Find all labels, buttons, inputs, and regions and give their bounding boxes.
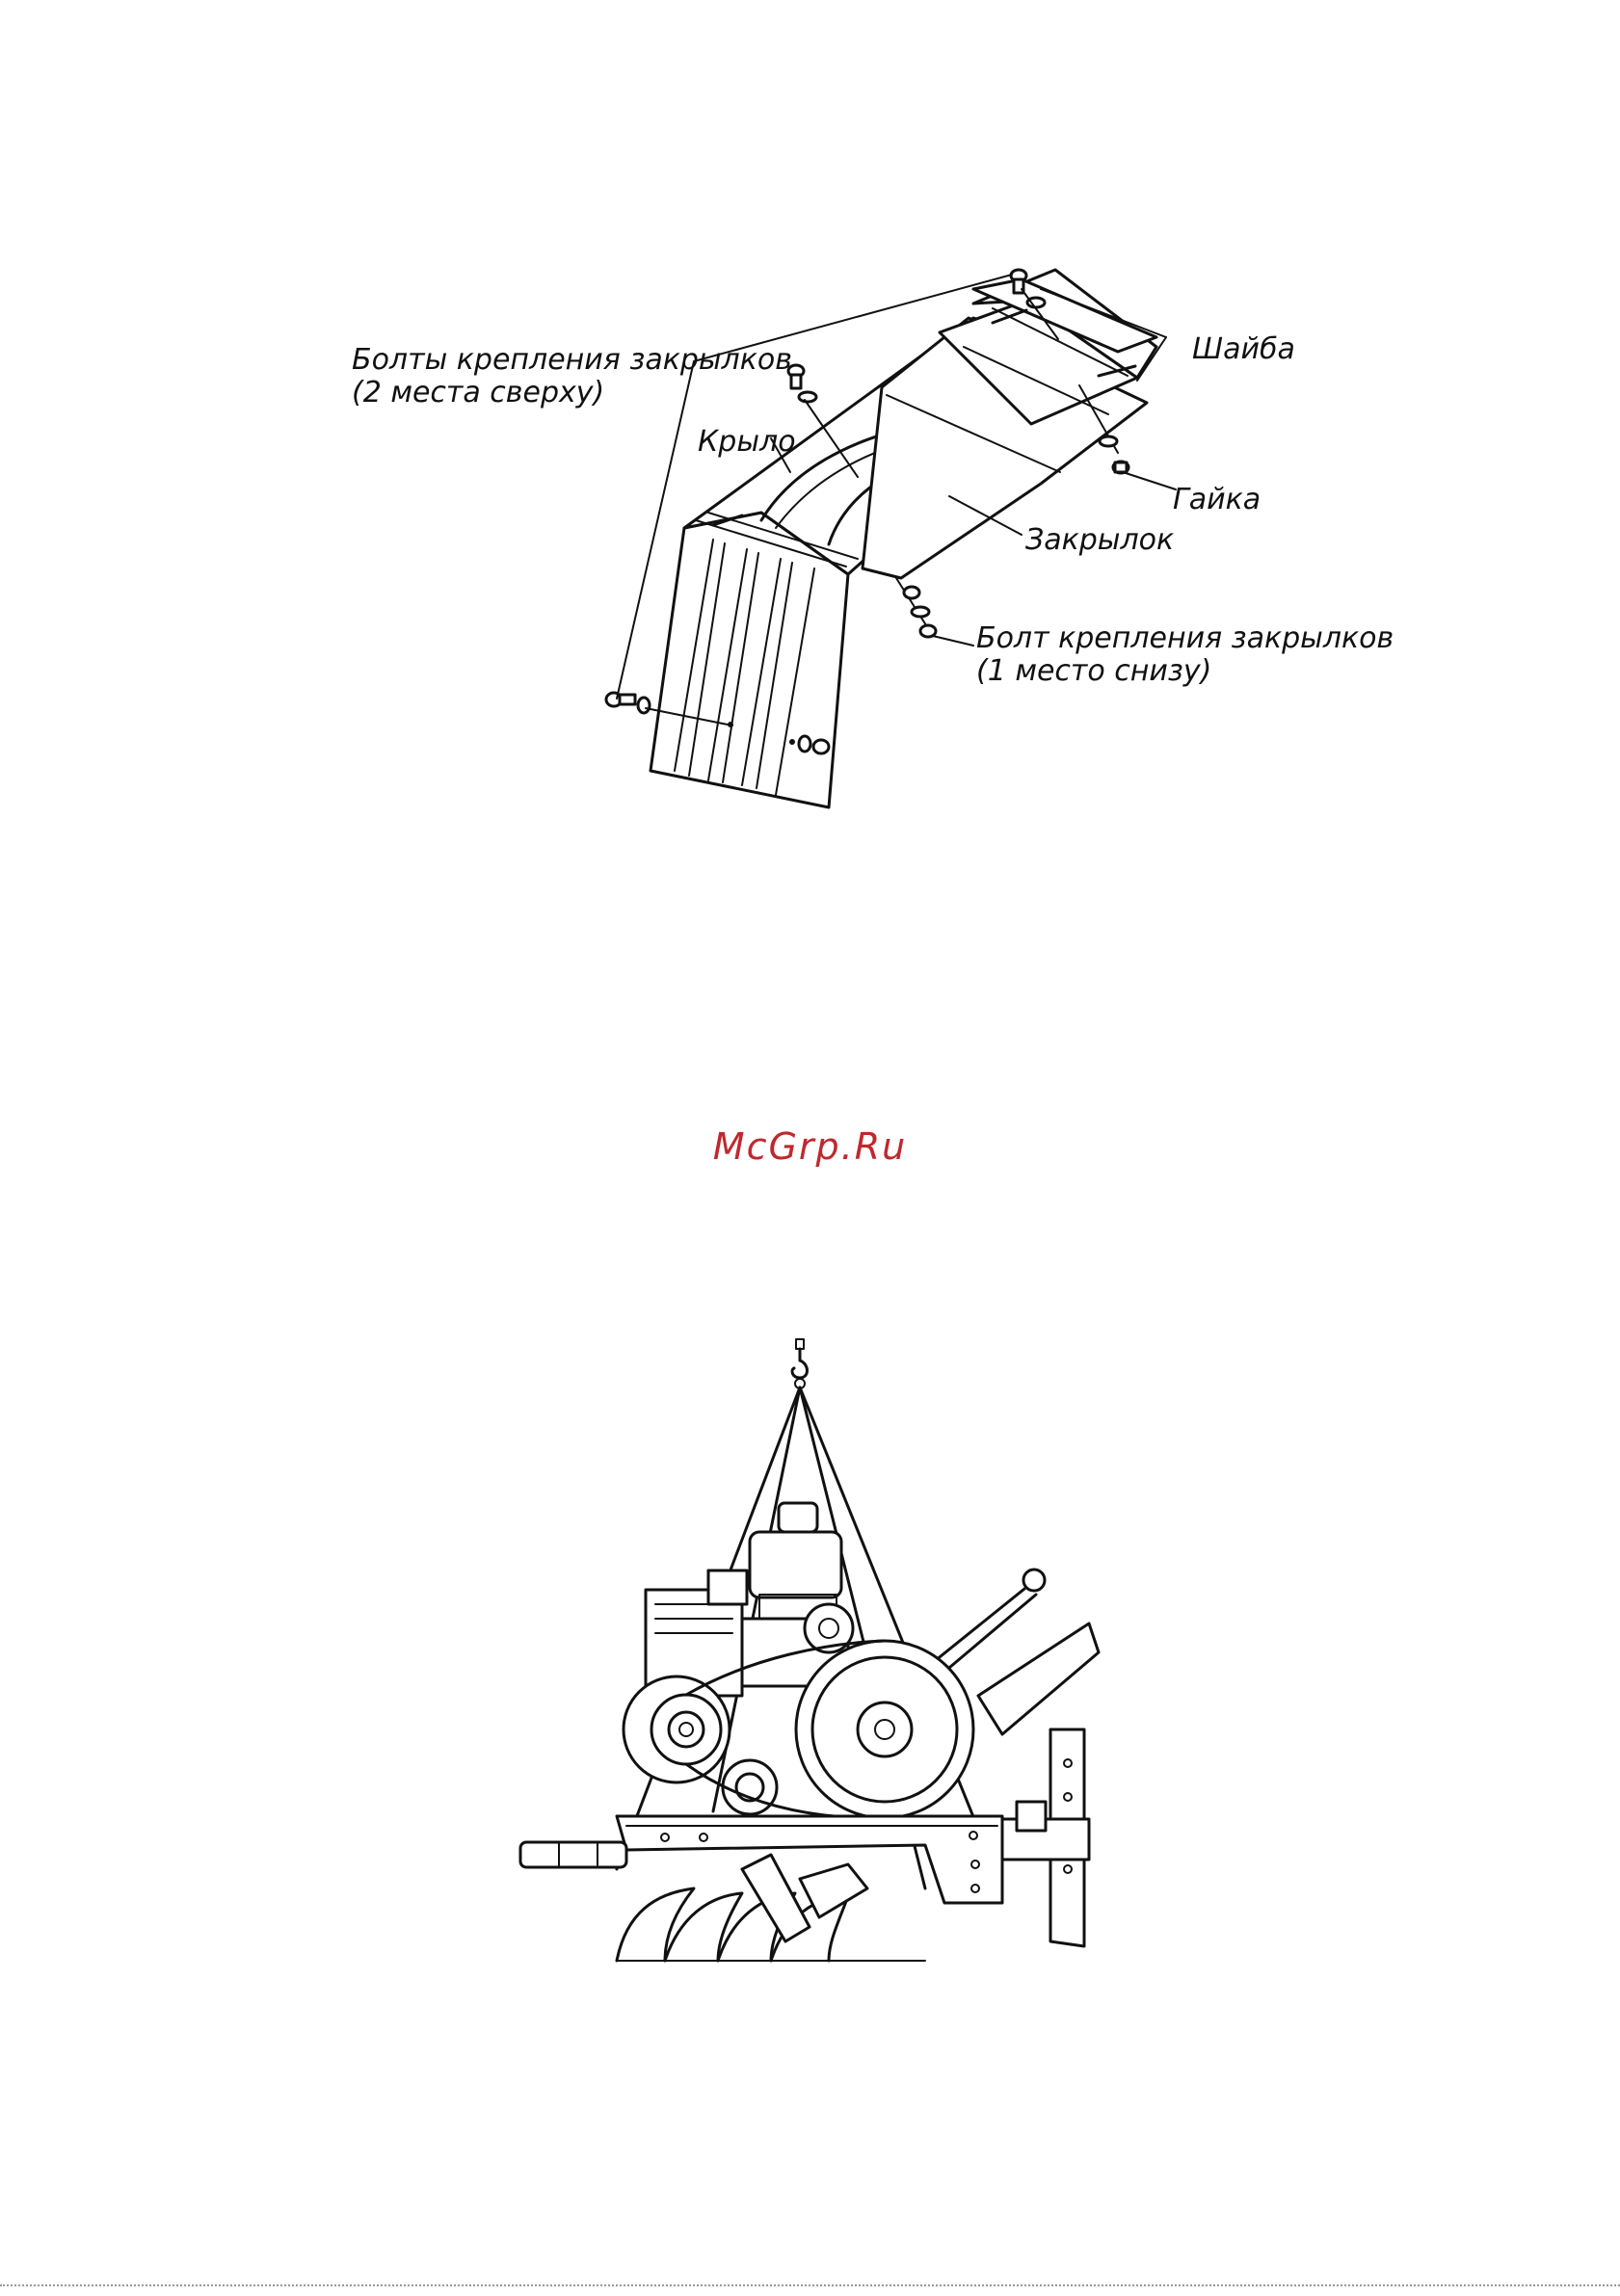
- label-washer: Шайба: [1192, 332, 1295, 366]
- label-flap: Закрылок: [1025, 523, 1174, 557]
- label-bottom-bolt-line2: (1 место снизу): [976, 654, 1211, 688]
- fender-assembly-diagram: Болты крепления закрылков (2 места сверх…: [0, 0, 1620, 867]
- label-bottom-bolt-line1: Болт крепления закрылков: [976, 621, 1394, 655]
- label-top-bolts-line1: Болты крепления закрылков: [352, 343, 792, 377]
- label-top-bolts-line2: (2 места сверху): [352, 376, 604, 409]
- label-wing: Крыло: [698, 425, 796, 459]
- label-nut: Гайка: [1173, 483, 1261, 516]
- crane-hook-icon: [792, 1339, 808, 1388]
- tiller-lifting-diagram: [0, 1330, 1620, 1985]
- page-bottom-edge: [0, 2284, 1620, 2286]
- watermark-text: McGrp.Ru: [0, 1125, 1620, 1168]
- tiller-machine: [520, 1503, 1099, 1961]
